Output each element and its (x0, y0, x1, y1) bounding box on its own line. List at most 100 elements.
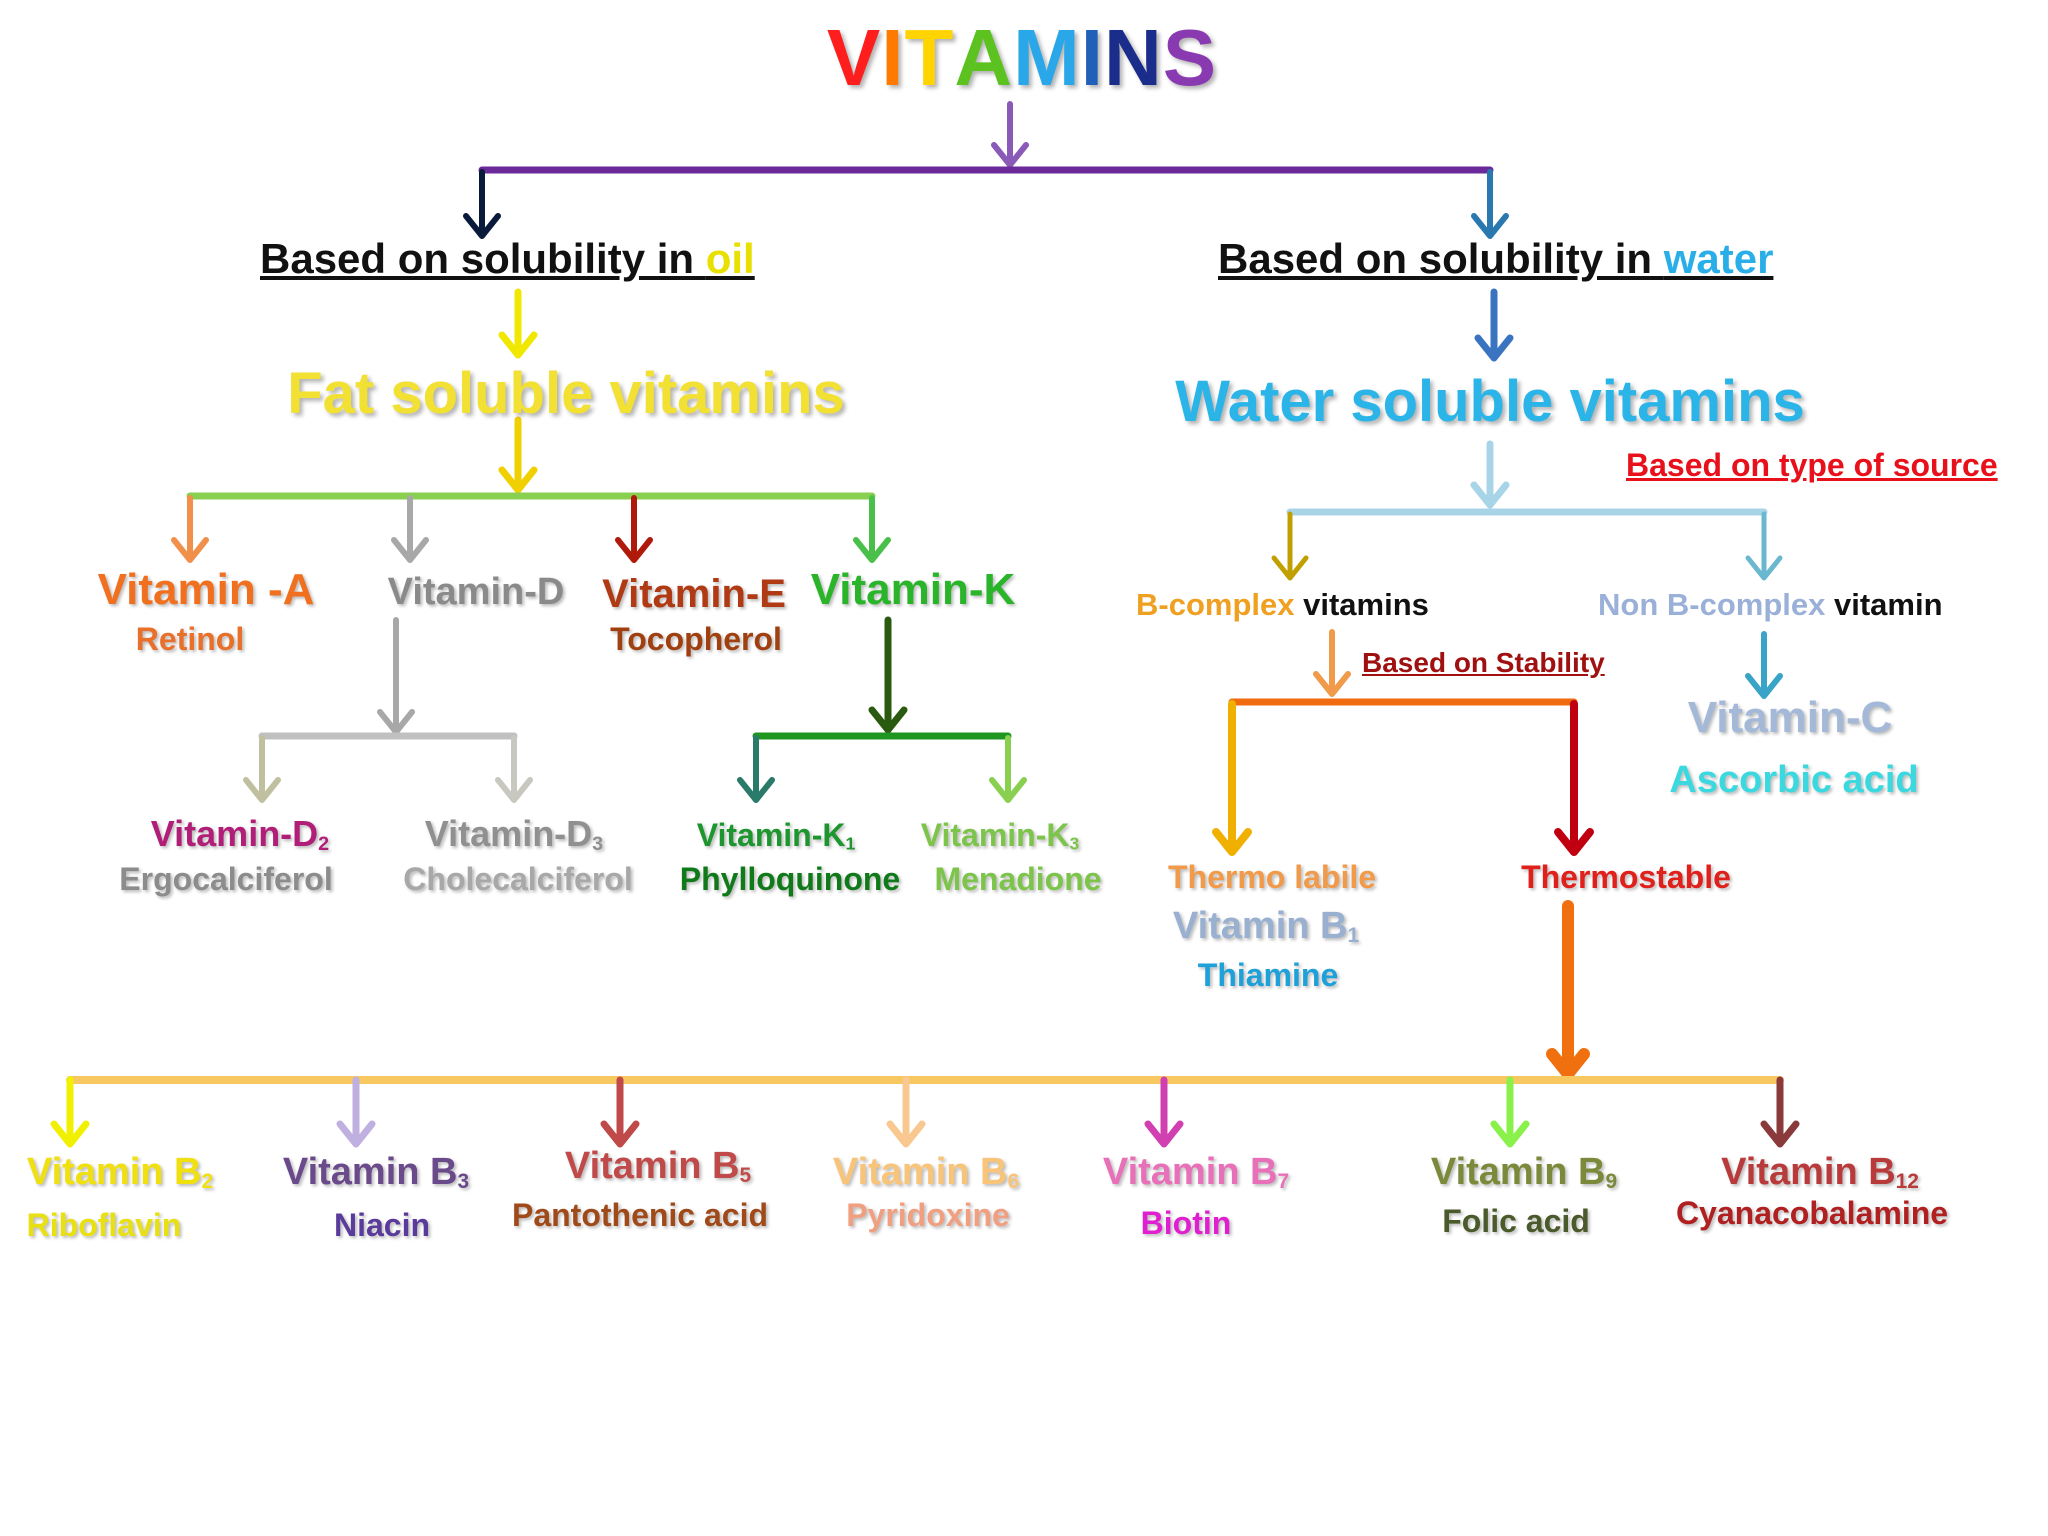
oil-solubility-heading: Based on solubility in oil (260, 235, 755, 282)
title-letter: T (904, 13, 955, 102)
vitamin-e-label: Vitamin-E (602, 572, 786, 616)
vitamin-b7-name: Vitamin B (1102, 1151, 1278, 1193)
down-arrow-icon (171, 495, 209, 563)
vitamin-k-label: Vitamin-K (810, 565, 1016, 614)
down-arrow-icon (989, 735, 1027, 803)
title-letter: N (1103, 13, 1163, 102)
vitamin-d3-sub: 3 (592, 832, 604, 855)
vitamin-b12-label: Vitamin B12 (1721, 1151, 1919, 1194)
down-arrow-icon (1471, 169, 1509, 239)
down-arrow-icon (377, 617, 415, 735)
b-complex-suffix: vitamins (1294, 587, 1429, 622)
thermostable-label: Thermostable (1521, 859, 1731, 895)
down-arrow-icon (1760, 1076, 1800, 1148)
vitamin-d2-sub: 2 (318, 832, 330, 855)
down-arrow-icon (1745, 631, 1783, 699)
down-arrow-icon (463, 169, 501, 239)
vitamin-b2-name: Vitamin B (26, 1151, 202, 1193)
vitamin-b12-sub: 12 (1895, 1170, 1919, 1194)
vitamin-k3-label: Vitamin-K3 (920, 817, 1080, 854)
vitamin-b5-sub: 5 (739, 1164, 752, 1188)
thermo-labile-label: Thermo labile (1167, 859, 1377, 895)
down-arrow-icon (498, 416, 538, 494)
ascorbic-acid-label: Ascorbic acid (1669, 759, 1919, 801)
vitamin-a-label: Vitamin -A (97, 565, 315, 614)
tocopherol-label: Tocopherol (610, 621, 782, 657)
down-arrow-icon (600, 1076, 640, 1148)
vitamin-b3-name: Vitamin B (282, 1151, 458, 1193)
stability-note: Based on Stability (1362, 647, 1605, 678)
vitamin-b2-sub: 2 (201, 1170, 214, 1194)
down-arrow-icon (1470, 440, 1510, 509)
vitamin-d3-label: Vitamin-D3 (425, 814, 603, 856)
pantothenic-acid-label: Pantothenic acid (511, 1197, 769, 1233)
non-b-complex-suffix: vitamin (1825, 587, 1943, 622)
vitamin-k3-sub: 3 (1069, 833, 1080, 854)
down-arrow-icon (886, 1076, 926, 1148)
water-keyword: water (1663, 235, 1774, 282)
vitamin-b9-sub: 9 (1605, 1170, 1618, 1194)
vitamin-b1-name: Vitamin B (1172, 905, 1348, 947)
down-arrow-icon (1313, 629, 1351, 697)
down-arrow-icon (50, 1076, 90, 1148)
down-arrow-icon (243, 735, 281, 803)
title-letter: I (1080, 13, 1104, 102)
cholecalciferol-label: Cholecalciferol (403, 861, 633, 897)
b-complex-keyword: B-complex (1136, 587, 1295, 622)
title-letter: I (881, 13, 905, 102)
biotin-label: Biotin (1140, 1205, 1232, 1241)
vitamin-b1-label: Vitamin B1 (1172, 905, 1360, 948)
down-arrow-icon (495, 735, 533, 803)
folic-acid-label: Folic acid (1442, 1203, 1590, 1239)
down-arrow-icon (737, 735, 775, 803)
vitamin-k3-name: Vitamin-K (920, 817, 1070, 853)
water-heading-prefix: Based on solubility in (1218, 235, 1664, 282)
vitamin-b6-sub: 6 (1007, 1170, 1020, 1194)
vitamin-b5-name: Vitamin B (564, 1145, 740, 1187)
vitamin-b3-sub: 3 (457, 1170, 470, 1194)
down-arrow-icon (991, 101, 1029, 168)
vitamin-k1-label: Vitamin-K1 (696, 817, 856, 854)
vitamin-d3-name: Vitamin-D (424, 813, 593, 854)
cyanacobalamine-label: Cyanacobalamine (1675, 1195, 1949, 1231)
down-arrow-icon (1546, 900, 1590, 1080)
vitamin-b12-name: Vitamin B (1721, 1151, 1896, 1193)
vitamin-k1-name: Vitamin-K (696, 817, 846, 853)
retinol-label: Retinol (135, 621, 245, 657)
vitamin-b2-label: Vitamin B2 (26, 1151, 214, 1194)
vitamin-b3-label: Vitamin B3 (282, 1151, 470, 1194)
vitamin-b5-label: Vitamin B5 (564, 1145, 752, 1188)
down-arrow-icon (336, 1076, 376, 1148)
title-letter: A (954, 13, 1014, 102)
vitamin-k1-sub: 1 (845, 833, 856, 854)
down-arrow-icon (1554, 786, 1594, 856)
water-solubility-heading: Based on solubility in water (1218, 235, 1774, 282)
phylloquinone-label: Phylloquinone (679, 861, 901, 897)
title-letter: S (1162, 13, 1218, 102)
vitamin-b6-label: Vitamin B6 (833, 1151, 1020, 1194)
menadione-label: Menadione (934, 861, 1102, 897)
oil-heading-prefix: Based on solubility in (260, 235, 706, 282)
non-b-complex-vitamin-label: Non B-complex vitamin (1598, 587, 1943, 622)
riboflavin-label: Riboflavin (26, 1207, 182, 1243)
b-complex-vitamins-label: B-complex vitamins (1136, 587, 1429, 622)
fat-soluble-vitamins-label: Fat soluble vitamins (287, 361, 845, 426)
vitamin-b7-sub: 7 (1277, 1170, 1290, 1194)
down-arrow-icon (615, 495, 653, 563)
diagram-title: VITAMINS (827, 14, 1217, 102)
vitamin-c-label: Vitamin-C (1687, 693, 1893, 742)
title-letter: V (826, 13, 882, 102)
down-arrow-icon (1490, 1076, 1530, 1148)
vitamin-d2-label: Vitamin-D2 (151, 814, 329, 856)
vitamin-b1-sub: 1 (1347, 924, 1360, 948)
down-arrow-icon (1474, 288, 1514, 362)
title-letter: M (1013, 13, 1081, 102)
vitamin-d2-name: Vitamin-D (150, 813, 319, 854)
down-arrow-icon (1271, 511, 1309, 581)
non-b-complex-keyword: Non B-complex (1598, 587, 1826, 622)
thiamine-label: Thiamine (1197, 957, 1339, 993)
vitamin-d-label: Vitamin-D (387, 571, 565, 613)
ergocalciferol-label: Ergocalciferol (119, 861, 333, 897)
